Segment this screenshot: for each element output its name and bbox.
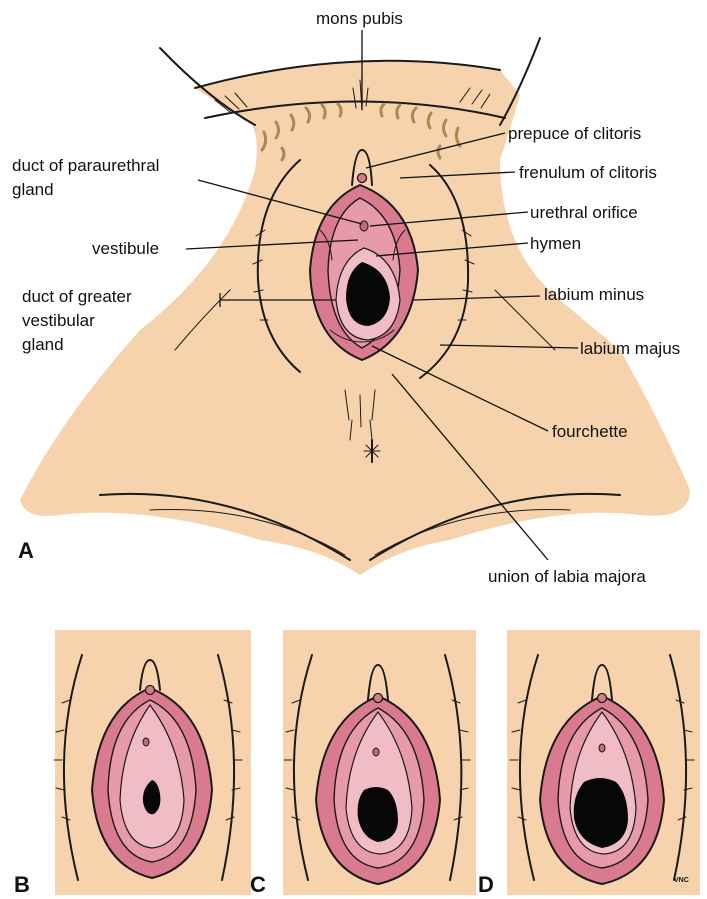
label-union-labia: union of labia majora bbox=[488, 567, 646, 586]
panel-c-illustration: C bbox=[250, 630, 476, 897]
panel-a-illustration bbox=[20, 38, 690, 575]
label-prepuce: prepuce of clitoris bbox=[508, 124, 641, 143]
panel-letter-d: D bbox=[478, 872, 494, 897]
panel-letter-c: C bbox=[250, 872, 266, 897]
label-duct-paraurethral-2: gland bbox=[12, 180, 54, 199]
label-duct-greater-2: vestibular bbox=[22, 311, 95, 330]
artist-signature: VNC bbox=[674, 877, 689, 884]
label-mons-pubis: mons pubis bbox=[316, 9, 403, 28]
panel-letter-a: A bbox=[18, 538, 34, 563]
label-labium-minus: labium minus bbox=[544, 285, 644, 304]
panel-d-illustration: D VNC bbox=[478, 630, 700, 897]
label-duct-greater-1: duct of greater bbox=[22, 287, 132, 306]
panel-b-illustration: B bbox=[14, 630, 251, 897]
label-duct-greater-3: gland bbox=[22, 335, 64, 354]
clitoris-glans bbox=[358, 174, 367, 183]
urethral-orifice-mark bbox=[360, 221, 368, 231]
label-urethral-orifice: urethral orifice bbox=[530, 203, 638, 222]
label-fourchette: fourchette bbox=[552, 422, 628, 441]
panel-letter-b: B bbox=[14, 872, 30, 897]
label-frenulum: frenulum of clitoris bbox=[519, 163, 657, 182]
label-labium-majus: labium majus bbox=[580, 339, 680, 358]
label-vestibule: vestibule bbox=[92, 239, 159, 258]
label-duct-paraurethral-1: duct of paraurethral bbox=[12, 156, 159, 175]
label-hymen: hymen bbox=[530, 234, 581, 253]
